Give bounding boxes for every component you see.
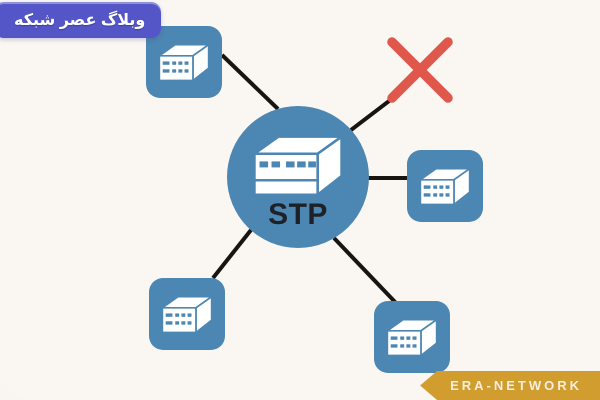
link-blocked-top-right — [349, 96, 395, 132]
link-bottom-right — [332, 236, 398, 305]
switch-icon — [386, 318, 438, 357]
link-bottom-left — [211, 228, 253, 280]
brand-ribbon-label: ERA-NETWORK — [450, 378, 582, 393]
switch-node-bottom-left — [149, 278, 225, 350]
switch-node-top-left — [146, 26, 222, 98]
stp-label: STP — [268, 198, 328, 231]
switch-node-right — [407, 150, 483, 222]
blog-badge: وبلاگ عصر شبکه — [0, 2, 162, 38]
brand-ribbon: ERA-NETWORK — [420, 371, 600, 400]
blog-badge-label: وبلاگ عصر شبکه — [14, 12, 146, 29]
switch-icon — [161, 295, 213, 334]
link-top-left — [220, 53, 280, 111]
switch-node-bottom-right — [374, 301, 450, 373]
stp-hub: STP — [227, 106, 369, 248]
switch-icon — [158, 43, 210, 82]
switch-icon — [419, 167, 471, 206]
switch-icon — [253, 135, 343, 197]
blocked-link-x-icon — [387, 37, 453, 103]
